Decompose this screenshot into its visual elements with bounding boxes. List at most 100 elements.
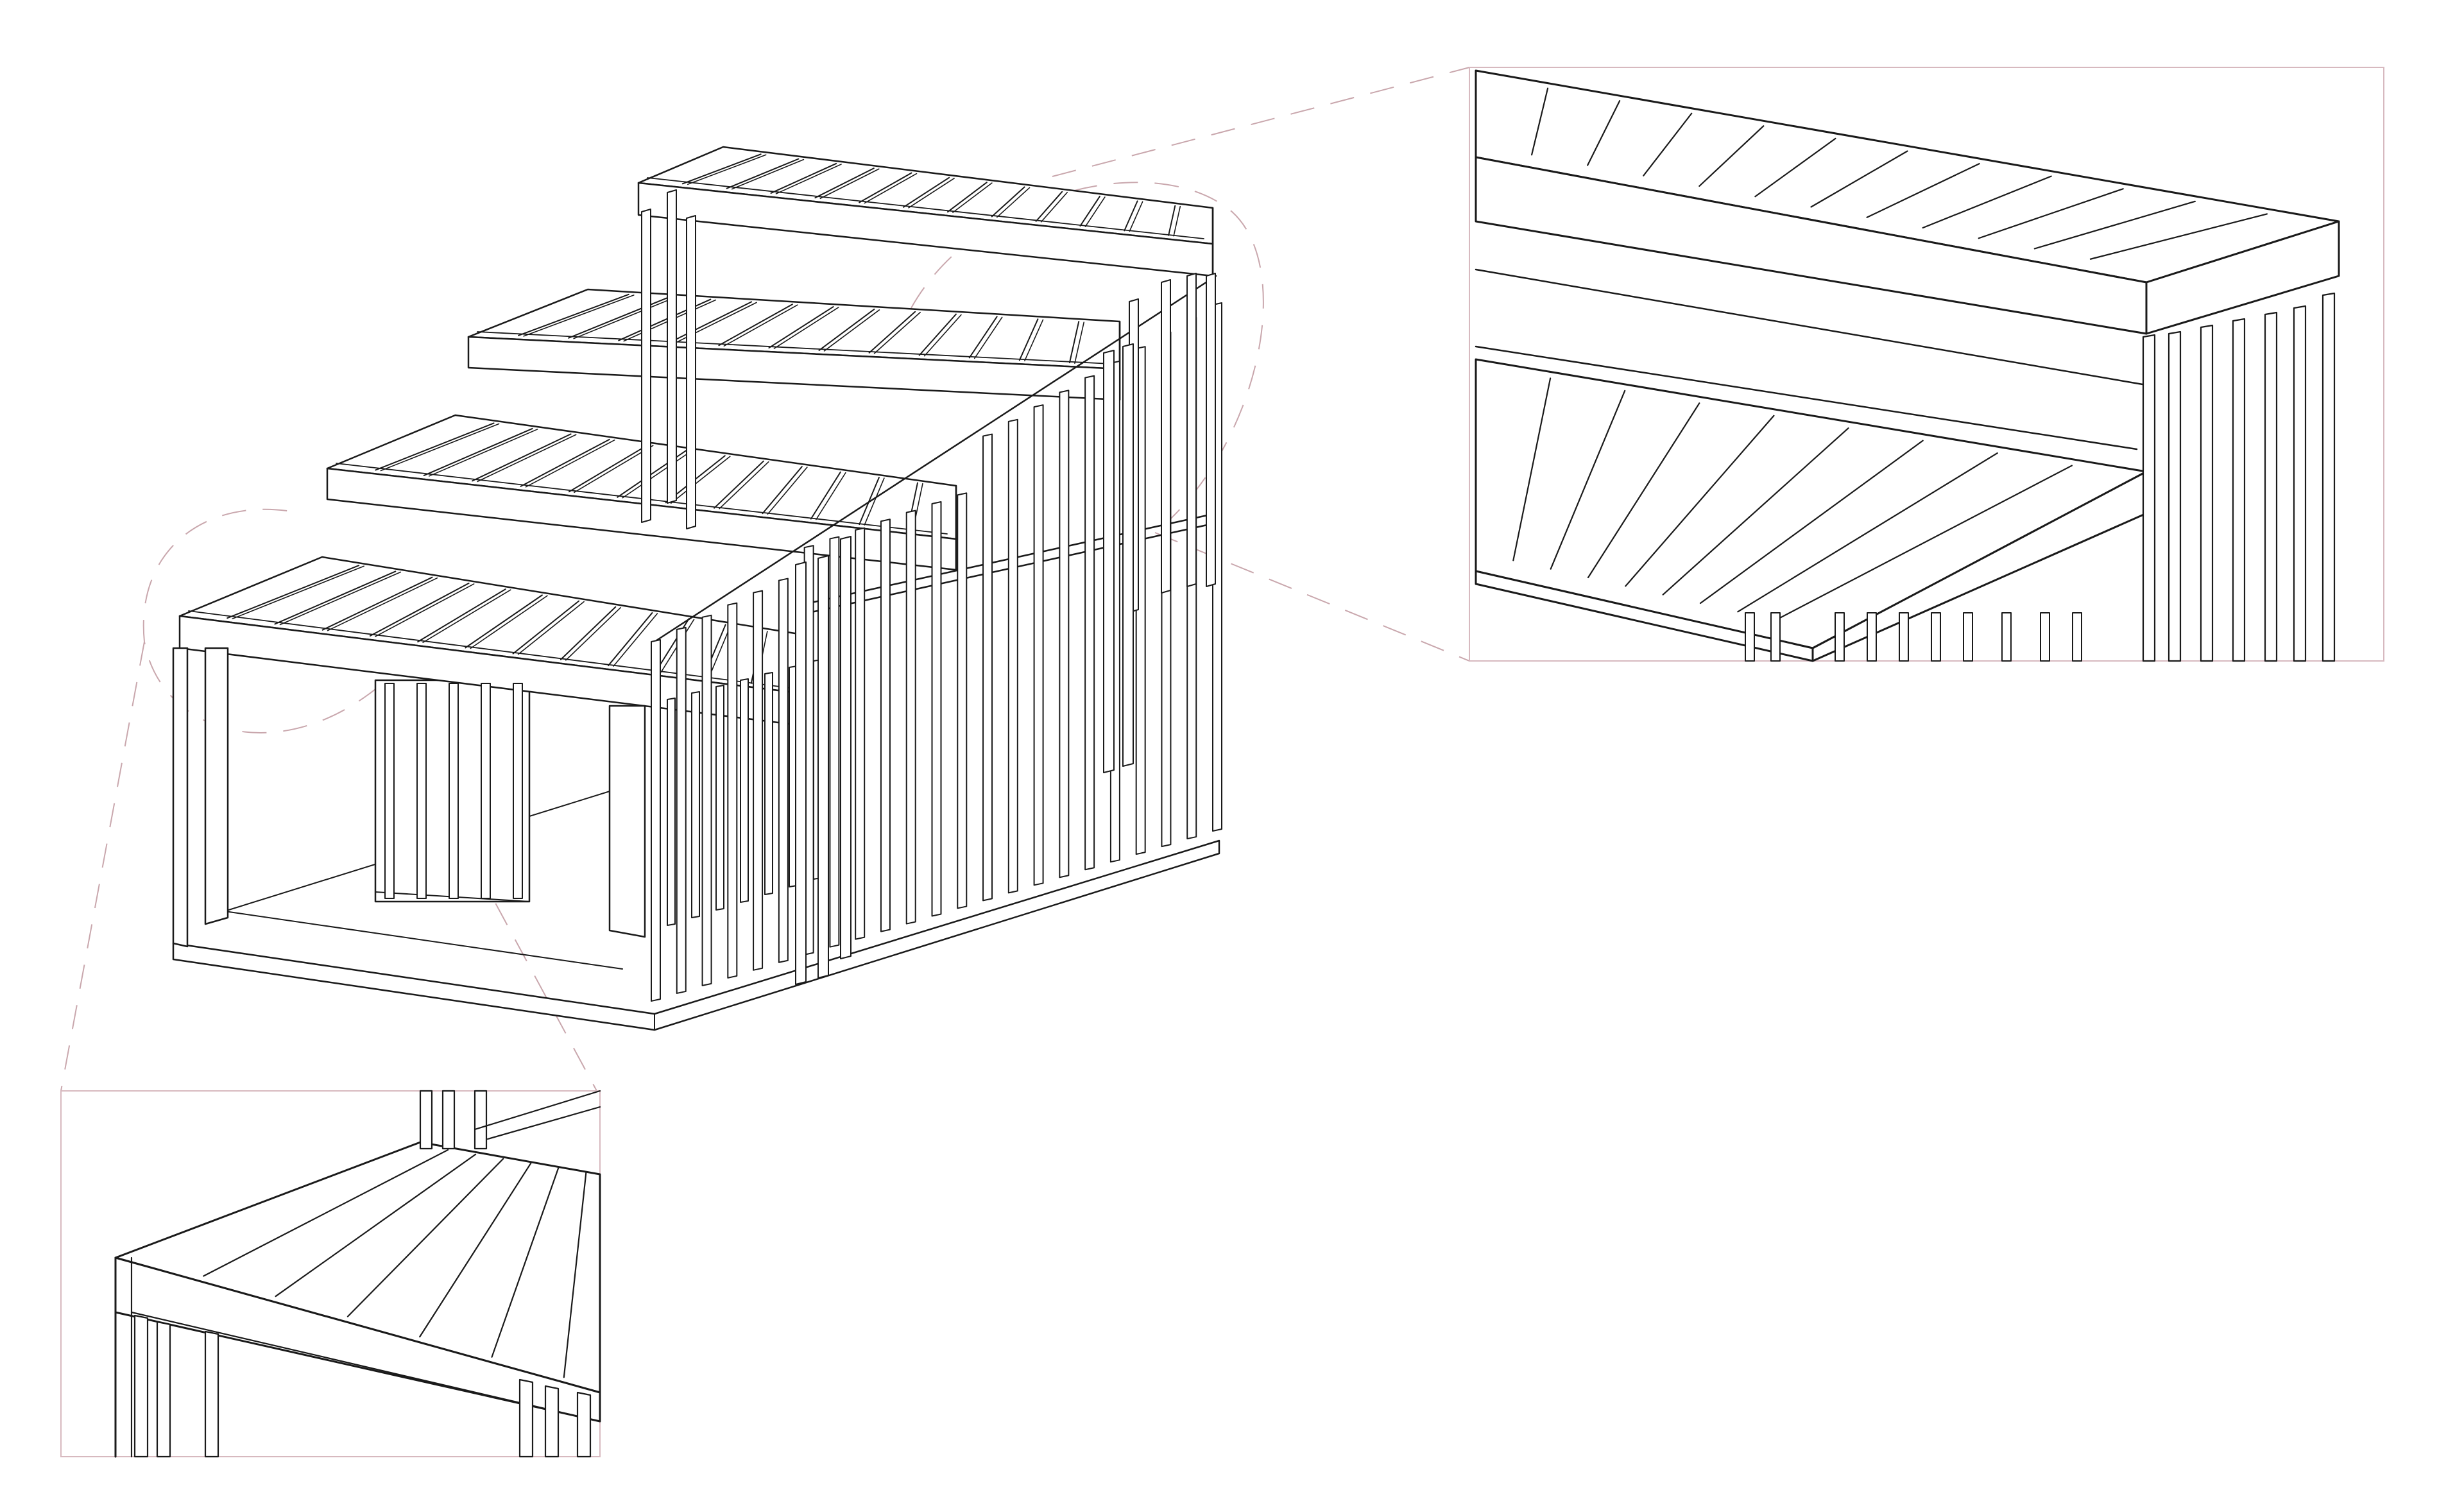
floor-joist (369, 582, 470, 637)
wall-stud (1084, 375, 1095, 871)
rim-inner-edge (477, 331, 1111, 364)
detail-stud (2293, 305, 2307, 662)
floor-joist (810, 471, 841, 520)
floor-joist-edge (823, 309, 880, 352)
detail-stud (576, 1391, 592, 1458)
floor-joist-edge (422, 589, 511, 643)
detail-joist (1866, 162, 1980, 218)
detail-joist (2033, 200, 2196, 250)
detail-joist (1587, 100, 1621, 166)
leader-upper-top (1052, 67, 1470, 177)
detail-brace (474, 1090, 601, 1131)
wall-stud (384, 683, 395, 899)
floor-joist (859, 172, 912, 203)
detail-joist (1662, 427, 1849, 595)
detail-joist (1810, 150, 1908, 208)
detail-stud (2001, 612, 2012, 662)
floor-joist (423, 427, 533, 476)
floor-joist (946, 182, 988, 213)
floor-joist (472, 433, 572, 482)
floor-joist (991, 186, 1025, 218)
detail-stud (419, 1090, 433, 1150)
floor-joist (568, 444, 649, 493)
floor-joist-edge (574, 445, 654, 493)
floor-joist-edge (996, 187, 1031, 218)
detail-stud (204, 1330, 219, 1458)
floor-joist (465, 594, 543, 649)
floor-joist-edge (622, 450, 692, 499)
floor-joist-edge (973, 316, 1003, 359)
wall-stud (715, 685, 724, 911)
wall-stud (701, 614, 712, 986)
wall-top-plate (653, 275, 1217, 643)
detail-stud (2232, 318, 2246, 662)
detail-joist (1625, 415, 1775, 587)
floor-joist-edge (819, 168, 880, 200)
floor-joist (518, 293, 629, 336)
floor-joist-edge (731, 159, 805, 190)
wall-stud (641, 209, 651, 523)
floor-platform-tier-2 (467, 288, 1121, 401)
floor-joist-edge (908, 178, 955, 209)
corner-post (608, 705, 646, 938)
floor-joist-edge (517, 601, 585, 655)
detail-joist (1922, 175, 2052, 229)
floor-joist-edge (923, 314, 962, 357)
detail-stud (2072, 612, 2082, 662)
floor-joist (1035, 191, 1063, 222)
detail-stud (156, 1321, 171, 1458)
wall-stud (778, 578, 789, 963)
rim-inner-edge (647, 177, 1204, 239)
wall-stud (829, 536, 840, 948)
floor-joist (726, 158, 800, 189)
corner-post (204, 647, 229, 925)
floor-joist (762, 466, 803, 515)
main-building-view (172, 146, 1222, 1031)
floor-joist-edge (380, 423, 500, 472)
floor-joist-edge (232, 565, 364, 620)
floor-joist (770, 162, 837, 194)
detail-joist (1978, 188, 2124, 239)
wall-stud (667, 698, 676, 926)
detail-stud (2168, 330, 2182, 662)
detail-stud (474, 1090, 488, 1150)
floor-joist-edge (719, 461, 769, 510)
floor-joist (520, 438, 610, 487)
floor-joist-edge (687, 154, 767, 185)
detail-stud (1867, 612, 1877, 662)
wall-stud (1059, 390, 1070, 878)
wall-studs (172, 189, 1222, 1002)
wall-stud (691, 691, 700, 918)
rim-inner-edge (188, 610, 791, 689)
detail-stud (2142, 334, 2156, 662)
floor-joist-edge (565, 607, 622, 661)
detail-joist (1774, 465, 2073, 621)
wall-stud (651, 639, 661, 1002)
corner-post (172, 647, 189, 948)
detail-stud (1745, 612, 1755, 662)
floor-joist-edge (708, 624, 732, 679)
wall-stud (817, 555, 829, 979)
floor-joist (512, 600, 580, 655)
detail-stud (2040, 612, 2050, 662)
floor-joist (714, 460, 764, 509)
floor-platform-tier-4 (178, 556, 800, 726)
detail-joist (1699, 440, 1924, 604)
wall-stud (740, 678, 749, 903)
detail-stud (2322, 292, 2336, 662)
floor-joist-edge (1074, 321, 1085, 364)
floor-joist (903, 176, 950, 208)
wall-stud (667, 189, 677, 504)
detail-joist (1698, 125, 1765, 187)
detail-stud (2200, 324, 2214, 662)
floor-joist (274, 570, 397, 625)
floor-joist (718, 304, 793, 347)
leader-upper-bottom (1154, 532, 1470, 662)
detail-stud (1899, 612, 1909, 662)
upper-floor-edge-detail (1469, 67, 2384, 662)
floor-joist (918, 313, 957, 356)
floor-joist (417, 588, 506, 643)
detail-joist (1550, 390, 1626, 570)
wall-stud (481, 683, 491, 899)
